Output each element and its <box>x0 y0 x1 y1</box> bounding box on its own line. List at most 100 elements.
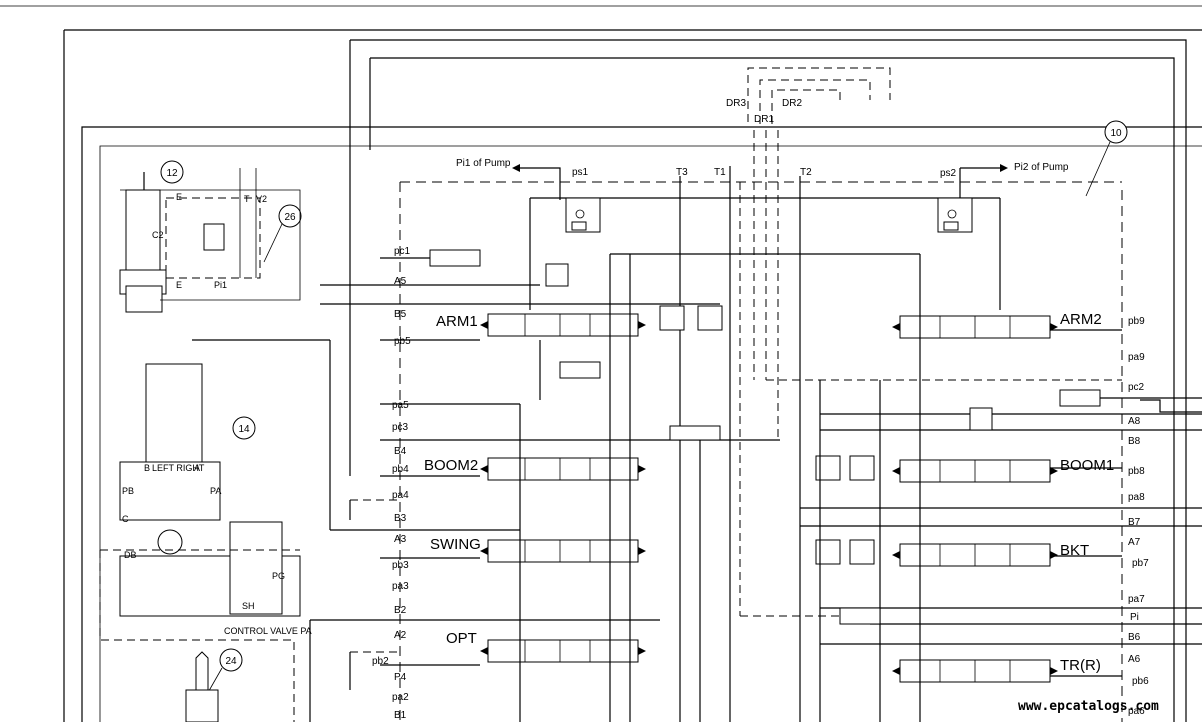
ps1-label: ps1 <box>572 167 589 178</box>
label-pg: PG <box>272 571 285 581</box>
boom2-label: BOOM2 <box>424 457 478 474</box>
callout-26-label: 26 <box>284 212 296 223</box>
brake-valve-26 <box>120 168 301 301</box>
spool-bkt <box>892 543 1058 567</box>
label-e-top: E <box>176 192 182 202</box>
internal-lines <box>519 253 921 722</box>
left-port-lines <box>309 257 780 722</box>
port-pa5: pa5 <box>392 400 409 411</box>
port-pc1: pc1 <box>394 246 411 257</box>
dr2-label: DR2 <box>782 98 802 109</box>
port-b3: B3 <box>394 513 407 524</box>
port-a5: A5 <box>394 276 407 287</box>
port-b6: B6 <box>1128 632 1141 643</box>
label-v2: V2 <box>256 194 267 204</box>
cylinder-12 <box>119 172 167 313</box>
spool-opt <box>480 639 646 663</box>
arm1-label: ARM1 <box>436 313 478 330</box>
callout-12: 12 <box>160 160 184 184</box>
label-pa: PA <box>210 486 221 496</box>
aux-valves <box>429 249 1101 625</box>
right-port-lines <box>800 329 1202 677</box>
ps1-check-valve <box>565 197 601 233</box>
spool-arm1 <box>480 313 646 337</box>
port-pb5: pb5 <box>394 336 411 347</box>
port-pb6: pb6 <box>1132 676 1149 687</box>
port-pa3: pa3 <box>392 581 409 592</box>
control-valve-pa-label: CONTROL VALVE PA <box>224 626 312 636</box>
dr3-label: DR3 <box>726 98 746 109</box>
port-pc3: pc3 <box>392 422 409 433</box>
spool-boom2 <box>480 457 646 481</box>
dr1-label: DR1 <box>754 114 774 125</box>
arm2-label: ARM2 <box>1060 311 1102 328</box>
port-pb2: pb2 <box>372 656 389 667</box>
callout-12-label: 12 <box>166 168 178 179</box>
trr-label: TR(R) <box>1060 657 1101 674</box>
spool-swing <box>480 539 646 563</box>
ps2-label: ps2 <box>940 168 957 179</box>
watermark-text: www.epcatalogs.com <box>1018 699 1159 714</box>
control-valve-outline <box>81 39 1202 722</box>
label-c: C <box>122 514 129 524</box>
swing-motor-14 <box>99 339 331 722</box>
port-b5: B5 <box>394 309 407 320</box>
callout-10-label: 10 <box>1110 128 1122 139</box>
callout-10: 10 <box>1085 120 1128 197</box>
port-p4: P4 <box>394 672 407 683</box>
label-pb: PB <box>122 486 134 496</box>
label-t: T <box>244 194 250 204</box>
port-pb8: pb8 <box>1128 466 1145 477</box>
callout-14-label: 14 <box>238 424 250 435</box>
page-border <box>0 5 1202 722</box>
port-pa4: pa4 <box>392 490 409 501</box>
port-pa2: pa2 <box>392 692 409 703</box>
pi1-pump-label: Pi1 of Pump <box>456 158 511 169</box>
port-pi: Pi <box>1130 612 1139 623</box>
port-a8: A8 <box>1128 416 1141 427</box>
port-a3: A3 <box>394 534 407 545</box>
t3-label: T3 <box>676 167 688 178</box>
callout-24-label: 24 <box>225 656 237 667</box>
callout-14: 14 <box>232 416 256 440</box>
relief-valves <box>659 305 881 722</box>
label-a: A <box>194 463 200 473</box>
port-pc2: pc2 <box>1128 382 1145 393</box>
label-b: B <box>144 463 150 473</box>
port-pb4: pb4 <box>392 464 409 475</box>
port-b2: B2 <box>394 605 407 616</box>
callout-24: 24 <box>205 648 243 697</box>
port-pa9: pa9 <box>1128 352 1145 363</box>
port-b8: B8 <box>1128 436 1141 447</box>
opt-label: OPT <box>446 630 477 647</box>
label-c2: C2 <box>152 230 164 240</box>
ps2-check-valve <box>937 197 973 233</box>
port-pb3: pb3 <box>392 560 409 571</box>
port-b7: B7 <box>1128 517 1141 528</box>
spool-arm2 <box>892 315 1058 339</box>
port-a2: A2 <box>394 630 407 641</box>
spool-trr <box>892 659 1058 683</box>
port-pb9: pb9 <box>1128 316 1145 327</box>
callout-26: 26 <box>263 204 302 263</box>
label-pi1: Pi1 <box>214 280 227 290</box>
port-a6: A6 <box>1128 654 1141 665</box>
spool-boom1 <box>892 459 1058 483</box>
t2-label: T2 <box>800 167 812 178</box>
label-left-right: LEFT RIGHT <box>152 463 205 473</box>
port-pa7: pa7 <box>1128 594 1145 605</box>
port-b4: B4 <box>394 446 407 457</box>
boom1-label: BOOM1 <box>1060 457 1114 474</box>
port-pb7: pb7 <box>1132 558 1149 569</box>
port-a7: A7 <box>1128 537 1141 548</box>
cylinder-24 <box>185 651 219 723</box>
label-e-bottom: E <box>176 280 182 290</box>
port-b1: B1 <box>394 710 407 721</box>
t1-label: T1 <box>714 167 726 178</box>
port-pa8: pa8 <box>1128 492 1145 503</box>
port-pa6: pa6 <box>1128 706 1145 717</box>
pump-pilot-lines <box>512 164 1008 722</box>
bkt-label: BKT <box>1060 542 1089 559</box>
